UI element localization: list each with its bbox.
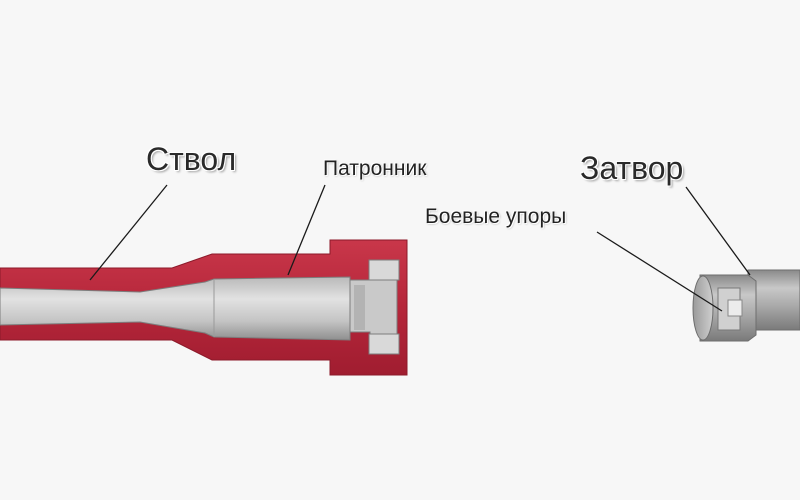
label-locking-lugs: Боевые упоры [425, 205, 567, 228]
leader-barrel [89, 184, 168, 281]
label-bolt: Затвор [580, 150, 684, 186]
bolt [692, 269, 800, 342]
barrel-bore [0, 276, 351, 341]
bolt-face [692, 275, 714, 341]
lug-recess-bottom [368, 333, 400, 355]
leader-lines [89, 184, 751, 312]
label-chamber: Патронник [323, 157, 427, 180]
label-barrel: Ствол [146, 141, 237, 177]
lug-recess-top [368, 259, 400, 281]
chamber-recess [349, 259, 400, 355]
leader-bolt [685, 186, 751, 276]
leader-chamber [287, 184, 326, 276]
leader-locking-lugs [596, 231, 723, 312]
